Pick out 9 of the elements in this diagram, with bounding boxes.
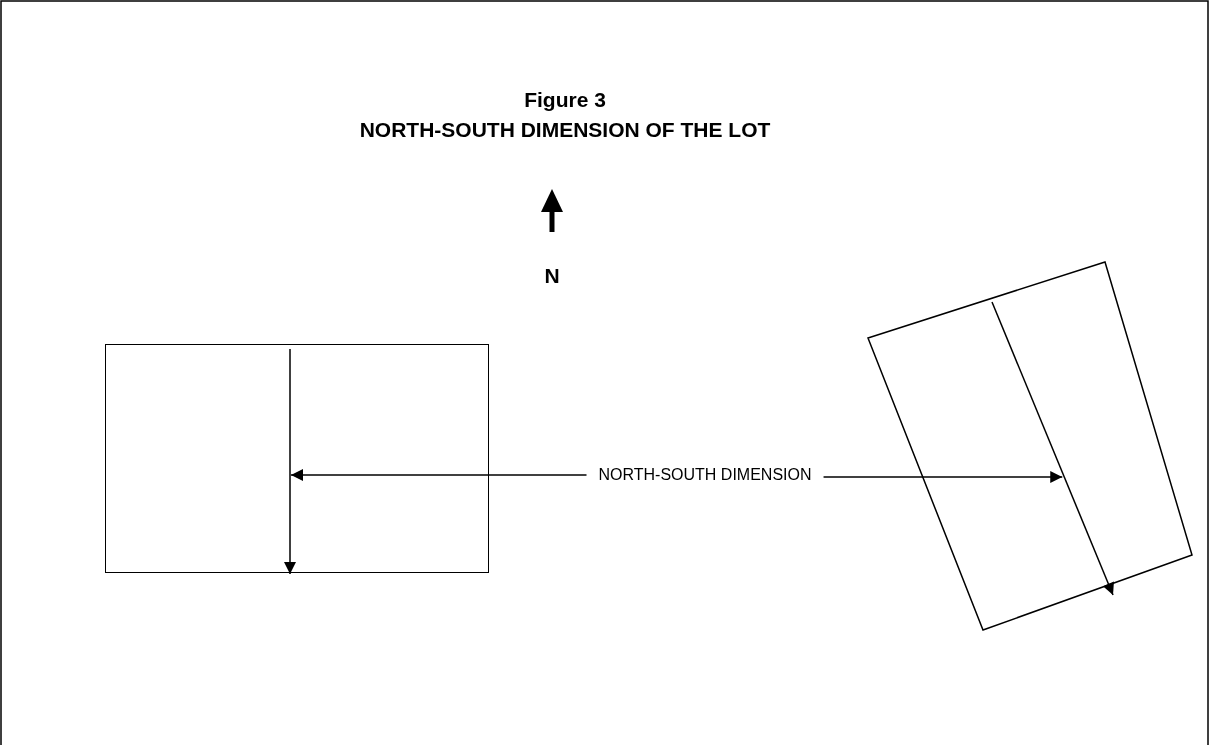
dimension-line bbox=[284, 347, 296, 575]
dimension-label: NORTH-SOUTH DIMENSION bbox=[586, 463, 824, 487]
lot-outline bbox=[866, 260, 1194, 632]
figure-title: Figure 3 bbox=[523, 88, 607, 112]
lot-rectangle bbox=[105, 344, 489, 573]
north-label: N bbox=[543, 264, 561, 288]
leader-line bbox=[290, 469, 588, 481]
figure-heading: NORTH-SOUTH DIMENSION OF THE LOT bbox=[358, 118, 772, 142]
leader-line bbox=[822, 471, 1063, 483]
